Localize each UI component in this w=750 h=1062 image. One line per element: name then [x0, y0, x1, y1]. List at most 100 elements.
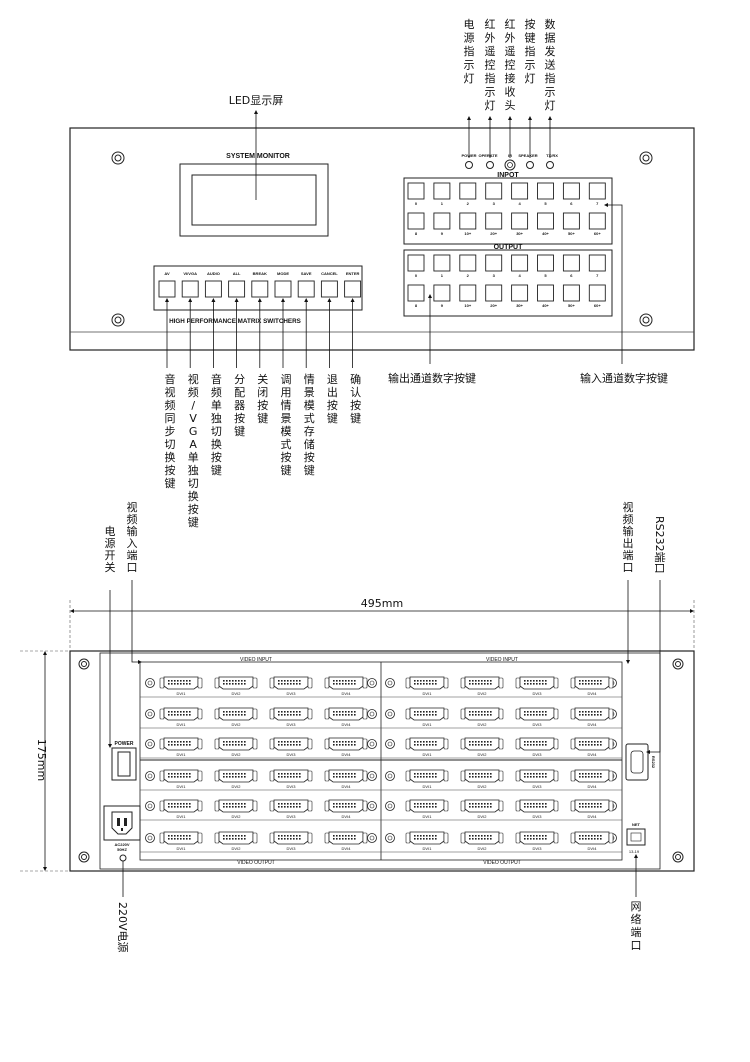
power-switch[interactable] [117, 751, 131, 777]
output-key-60plus[interactable]: 60+ [588, 284, 606, 308]
dvi-port[interactable]: DVI3 [269, 831, 313, 851]
dvi-port[interactable]: DVI1 [159, 769, 203, 789]
inpot-key-10plus[interactable]: 10+ [459, 212, 477, 236]
function-button-cancel[interactable]: CANCEL [320, 271, 338, 298]
function-button-enter[interactable]: ENTER [344, 271, 362, 298]
dvi-port[interactable]: DVI3 [269, 707, 313, 727]
dvi-port[interactable]: DVI1 [159, 737, 203, 757]
dvi-port[interactable]: DVI2 [460, 799, 504, 819]
dvi-port[interactable]: DVI2 [214, 707, 258, 727]
dvi-port[interactable]: DVI2 [460, 707, 504, 727]
dvi-port[interactable]: DVI4 [570, 831, 614, 851]
dvi-port[interactable]: DVI1 [159, 676, 203, 696]
inpot-key-20plus[interactable]: 20+ [485, 212, 503, 236]
dvi-port[interactable]: DVI2 [214, 831, 258, 851]
output-key-1[interactable]: 1 [433, 254, 451, 278]
output-key-9[interactable]: 9 [433, 284, 451, 308]
inpot-key-40plus[interactable]: 40+ [537, 212, 554, 236]
inpot-key-6[interactable]: 6 [562, 182, 580, 206]
inpot-key-4[interactable]: 4 [511, 182, 529, 206]
dvi-port[interactable]: DVI1 [159, 707, 203, 727]
rear-mount-hole [78, 658, 90, 670]
dvi-port[interactable]: DVI1 [405, 737, 449, 757]
key-label: 20+ [490, 303, 497, 308]
dvi-port[interactable]: DVI1 [159, 799, 203, 819]
dvi-port[interactable]: DVI3 [515, 799, 559, 819]
dvi-port[interactable]: DVI1 [159, 831, 203, 851]
inpot-key-30plus[interactable]: 30+ [511, 212, 529, 236]
function-button-all[interactable]: ALL [228, 271, 246, 298]
dvi-port-label: DVI4 [342, 784, 352, 789]
output-key-10plus[interactable]: 10+ [459, 284, 477, 308]
dvi-port[interactable]: DVI4 [570, 737, 614, 757]
dvi-port[interactable]: DVI3 [515, 831, 559, 851]
dvi-port[interactable]: DVI2 [460, 737, 504, 757]
dvi-port-label: DVI4 [342, 691, 352, 696]
function-button-audio[interactable]: AUDIO [204, 271, 222, 298]
dvi-port[interactable]: DVI4 [324, 707, 368, 727]
dvi-port[interactable]: DVI1 [405, 676, 449, 696]
dvi-port[interactable]: DVI4 [570, 799, 614, 819]
output-key-4[interactable]: 4 [511, 254, 529, 278]
dvi-port[interactable]: DVI2 [214, 769, 258, 789]
dvi-port[interactable]: DVI4 [570, 676, 614, 696]
key-label: 9 [441, 231, 444, 236]
dvi-port[interactable]: DVI4 [570, 769, 614, 789]
dvi-port[interactable]: DVI3 [269, 676, 313, 696]
function-button-av[interactable]: AV [158, 271, 176, 298]
dvi-port[interactable]: DVI1 [405, 831, 449, 851]
dvi-port[interactable]: DVI4 [324, 799, 368, 819]
output-key-2[interactable]: 2 [459, 254, 477, 278]
dvi-port[interactable]: DVI1 [405, 707, 449, 727]
inpot-key-3[interactable]: 3 [485, 182, 503, 206]
output-key-50plus[interactable]: 50+ [562, 284, 580, 308]
dvi-port[interactable]: DVI2 [214, 799, 258, 819]
dvi-port[interactable]: DVI4 [324, 769, 368, 789]
dvi-port[interactable]: DVI2 [460, 676, 504, 696]
inpot-key-9[interactable]: 9 [433, 212, 451, 236]
dvi-port[interactable]: DVI1 [405, 799, 449, 819]
dvi-port[interactable]: DVI3 [269, 737, 313, 757]
led-display-screen[interactable] [191, 174, 317, 226]
output-key-7[interactable]: 7 [588, 254, 606, 278]
output-key-30plus[interactable]: 30+ [511, 284, 529, 308]
dvi-port[interactable]: DVI3 [515, 676, 559, 696]
dvi-port[interactable]: DVI4 [324, 737, 368, 757]
inpot-key-5[interactable]: 5 [537, 182, 554, 206]
function-button-break[interactable]: BREAK [251, 271, 269, 298]
dvi-port[interactable]: DVI3 [269, 769, 313, 789]
inpot-key-1[interactable]: 1 [433, 182, 451, 206]
function-button-vivga[interactable]: VI/VGA [181, 271, 199, 298]
inpot-key-2[interactable]: 2 [459, 182, 477, 206]
dvi-port[interactable]: DVI2 [460, 769, 504, 789]
output-key-5[interactable]: 5 [537, 254, 554, 278]
dvi-port[interactable]: DVI4 [570, 707, 614, 727]
ac-inlet-socket[interactable] [111, 811, 133, 835]
inpot-key-60plus[interactable]: 60+ [588, 212, 606, 236]
dvi-port[interactable]: DVI3 [515, 737, 559, 757]
function-button-label: MODE [277, 271, 289, 276]
dvi-port[interactable]: DVI3 [515, 707, 559, 727]
dvi-port[interactable]: DVI3 [515, 769, 559, 789]
dvi-port-label: DVI3 [533, 722, 543, 727]
output-key-20plus[interactable]: 20+ [485, 284, 503, 308]
output-key-0[interactable]: 0 [407, 254, 425, 278]
output-key-40plus[interactable]: 40+ [537, 284, 554, 308]
output-key-8[interactable]: 8 [407, 284, 425, 308]
dvi-port[interactable]: DVI4 [324, 676, 368, 696]
dvi-port[interactable]: DVI2 [214, 676, 258, 696]
dvi-port-label: DVI4 [588, 846, 598, 851]
dvi-port[interactable]: DVI1 [405, 769, 449, 789]
inpot-key-0[interactable]: 0 [407, 182, 425, 206]
dvi-port[interactable]: DVI2 [214, 737, 258, 757]
function-button-mode[interactable]: MODE [274, 271, 292, 298]
output-key-6[interactable]: 6 [562, 254, 580, 278]
inpot-key-50plus[interactable]: 50+ [562, 212, 580, 236]
inpot-key-8[interactable]: 8 [407, 212, 425, 236]
output-key-3[interactable]: 3 [485, 254, 503, 278]
dvi-port[interactable]: DVI2 [460, 831, 504, 851]
inpot-key-7[interactable]: 7 [588, 182, 606, 206]
function-button-save[interactable]: SAVE [297, 271, 315, 298]
dvi-port[interactable]: DVI3 [269, 799, 313, 819]
dvi-port[interactable]: DVI4 [324, 831, 368, 851]
